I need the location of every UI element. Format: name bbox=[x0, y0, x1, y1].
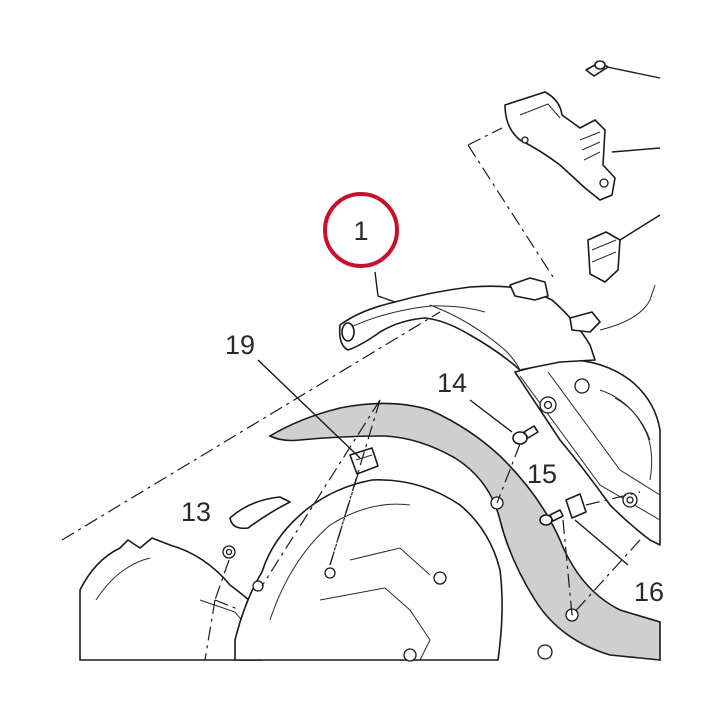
callout-13: 13 bbox=[181, 497, 211, 527]
part-1-tail-fairing bbox=[338, 277, 656, 371]
callout-1: 1 bbox=[353, 216, 368, 246]
callout-leaders bbox=[257, 271, 629, 566]
callout-19: 19 bbox=[225, 330, 255, 360]
part-15-screw bbox=[539, 509, 564, 526]
upper-bracket bbox=[504, 91, 616, 201]
part-16-clip-nut bbox=[565, 493, 587, 519]
callout-16: 16 bbox=[634, 577, 664, 607]
rear-frame-section bbox=[514, 359, 661, 660]
highlight-ring bbox=[323, 192, 399, 268]
leader-bracket bbox=[611, 147, 661, 153]
part-13-grommet bbox=[222, 545, 336, 592]
connector-block bbox=[587, 214, 661, 283]
callout-14: 14 bbox=[437, 368, 467, 398]
assembly-lines bbox=[61, 127, 641, 661]
part-14-screw bbox=[512, 425, 539, 445]
callout-15: 15 bbox=[527, 459, 557, 489]
upper-screw bbox=[585, 60, 661, 79]
inner-fender-middle bbox=[229, 479, 503, 662]
